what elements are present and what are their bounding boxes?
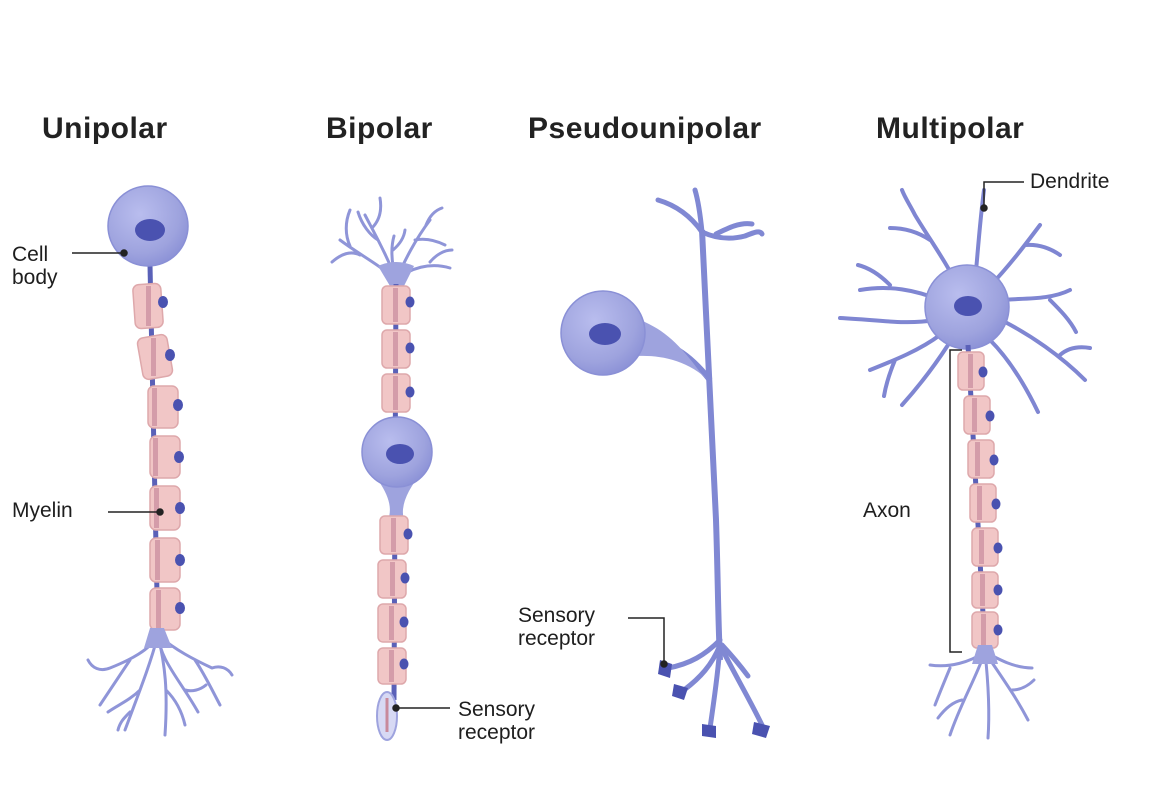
bipolar-neuron [330, 196, 454, 741]
bipolar-dendrite-base [378, 262, 414, 286]
myelin-segment [957, 351, 988, 391]
myelin-segment [379, 515, 413, 555]
label-sensory-receptor-pseudounipolar: Sensory receptor [518, 604, 596, 650]
leader-lines [72, 181, 1024, 712]
myelin-segment [971, 527, 1003, 567]
multipolar-nucleus [954, 296, 982, 316]
myelin-segment [381, 285, 415, 325]
multipolar-terminal-branches [928, 650, 1036, 740]
pseudounipolar-neuron [560, 187, 770, 738]
title-pseudounipolar: Pseudounipolar [528, 112, 762, 145]
unipolar-nucleus [135, 219, 165, 241]
title-multipolar: Multipolar [876, 112, 1025, 145]
myelin-segment [377, 647, 409, 685]
pseudounipolar-central-branches [655, 187, 765, 241]
pseudounipolar-sensory-receptor-leader [628, 617, 665, 664]
myelin-segment [969, 483, 1001, 523]
bipolar-dendrites [330, 196, 454, 282]
bipolar-upper-myelin [381, 285, 415, 413]
dendrite-leader [983, 181, 1024, 208]
pseudounipolar-axon [699, 229, 723, 661]
myelin-segment [971, 571, 1003, 609]
myelin-segment [381, 373, 415, 413]
title-unipolar: Unipolar [42, 112, 168, 145]
myelin-segment [136, 333, 175, 381]
unipolar-neuron [86, 185, 234, 737]
pseudounipolar-peripheral-branches [665, 637, 765, 731]
myelin-segment [149, 587, 185, 631]
label-cell-body: Cell body [12, 243, 58, 289]
label-axon: Axon [863, 499, 911, 522]
unipolar-terminal-branches [86, 633, 234, 737]
myelin-segment [377, 559, 410, 599]
multipolar-myelin [957, 351, 1003, 649]
bipolar-lower-myelin [377, 515, 413, 685]
myelin-segment [149, 537, 185, 583]
myelin-segment [147, 385, 183, 429]
myelin-segment [971, 611, 1003, 649]
unipolar-myelin-segments [132, 282, 185, 631]
label-dendrite: Dendrite [1030, 170, 1110, 193]
myelin-segment [967, 439, 999, 479]
pseudounipolar-nucleus [589, 323, 621, 345]
label-sensory-receptor-bipolar: Sensory receptor [458, 698, 536, 744]
unipolar-axon-hillock [144, 628, 172, 648]
label-myelin: Myelin [12, 499, 73, 522]
axon-bracket [949, 349, 962, 653]
title-bipolar: Bipolar [326, 112, 433, 145]
bipolar-nucleus [386, 444, 414, 464]
myelin-segment [381, 329, 415, 369]
myelin-segment [149, 435, 184, 479]
myelin-segment [377, 603, 409, 643]
myelin-segment [963, 395, 995, 435]
myelin-segment [149, 485, 185, 531]
multipolar-neuron [838, 188, 1092, 740]
myelin-segment [132, 282, 168, 330]
